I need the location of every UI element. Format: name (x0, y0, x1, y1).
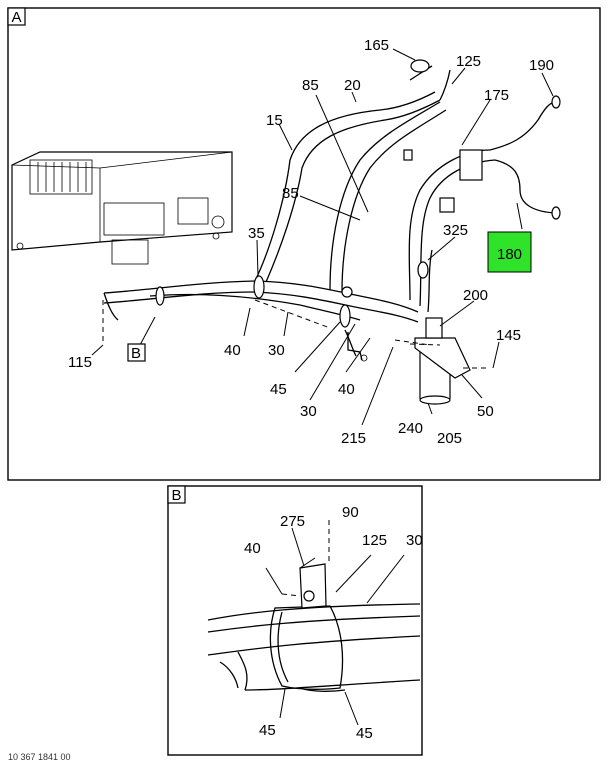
callout-40-mid: 40 (338, 381, 355, 398)
hose-clamps (155, 59, 561, 328)
callout-215: 215 (341, 430, 366, 447)
panel-b-tag-box (167, 485, 186, 504)
callout-125: 125 (456, 53, 481, 70)
footer-code: 10 367 1841 00 (8, 752, 71, 761)
callout-b-45-right: 45 (356, 725, 373, 742)
callout-b-45-left: 45 (259, 722, 276, 739)
callout-175: 175 (484, 87, 509, 104)
callout-30-left: 30 (268, 342, 285, 359)
panel-a-frame (7, 7, 601, 481)
ref-line-main (254, 299, 331, 329)
callout-b-275: 275 (280, 513, 305, 530)
callouts-panel-a: 165 125 190 85 20 175 15 85 35 325 180 2… (68, 37, 554, 447)
highlight-box-180 (487, 231, 532, 273)
callout-325: 325 (443, 222, 468, 239)
view-b-ref: B (131, 345, 141, 362)
callout-b-40: 40 (244, 540, 261, 557)
callout-165: 165 (364, 37, 389, 54)
panel-b-tag: B (172, 487, 182, 504)
ref-line-200 (394, 339, 431, 346)
panel-b-frame (167, 485, 423, 756)
callout-20: 20 (344, 77, 361, 94)
callout-b-30: 30 (406, 532, 423, 549)
panel-a-tag: A (12, 9, 22, 26)
callout-15: 15 (266, 112, 283, 129)
callout-205: 205 (437, 430, 462, 447)
callout-115: 115 (68, 354, 92, 371)
callout-45: 45 (270, 381, 287, 398)
callouts-panel-b: 275 90 40 125 30 45 45 (244, 504, 423, 742)
callout-50: 50 (477, 403, 494, 420)
leader-lines-a (91, 48, 554, 426)
callout-145: 145 (496, 327, 521, 344)
leader-lines-b (265, 520, 405, 726)
callout-35: 35 (248, 225, 265, 242)
view-b-ref-box (127, 343, 146, 362)
callout-190: 190 (529, 57, 554, 74)
callout-180: 180 (497, 246, 522, 263)
callout-240: 240 (398, 420, 423, 437)
callout-200: 200 (463, 287, 488, 304)
callout-85-top: 85 (302, 77, 319, 94)
callout-b-90: 90 (342, 504, 359, 521)
receiver-dryer (414, 317, 471, 405)
bracket-small (347, 332, 368, 362)
callout-30-mid: 30 (300, 403, 317, 420)
detail-b-hoses (207, 603, 421, 691)
detail-b-clamp (269, 557, 346, 692)
callout-40-left: 40 (224, 342, 241, 359)
callout-b-125: 125 (362, 532, 387, 549)
heater-box-unit (11, 151, 233, 265)
callout-85-mid: 85 (282, 185, 299, 202)
panel-a-tag-box (7, 7, 26, 26)
